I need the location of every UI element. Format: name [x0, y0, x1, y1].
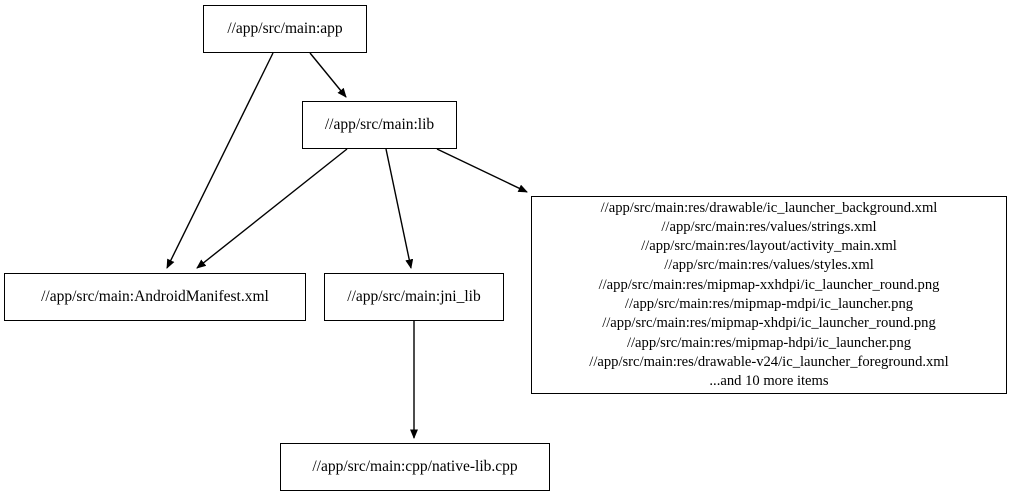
graph-node-android-manifest-label: //app/src/main:AndroidManifest.xml	[41, 287, 269, 305]
edge-app-to-lib	[309, 52, 347, 98]
graph-node-app[interactable]: //app/src/main:app	[203, 5, 367, 53]
graph-node-lib[interactable]: //app/src/main:lib	[302, 101, 457, 149]
edge-lib-to-res	[436, 148, 528, 193]
graph-node-app-label: //app/src/main:app	[227, 19, 343, 37]
graph-node-native-lib-cpp[interactable]: //app/src/main:cpp/native-lib.cpp	[280, 443, 550, 491]
graph-node-jni-lib[interactable]: //app/src/main:jni_lib	[324, 273, 504, 321]
edge-app-to-manifest	[166, 52, 274, 269]
edge-lib-to-manifest	[196, 148, 348, 269]
graph-node-native-lib-cpp-label: //app/src/main:cpp/native-lib.cpp	[312, 457, 518, 475]
edge-lib-to-jni-lib	[385, 148, 414, 269]
graph-node-lib-label: //app/src/main:lib	[324, 115, 435, 133]
graph-node-res-bundle-label: //app/src/main:res/drawable/ic_launcher_…	[589, 199, 949, 390]
graph-node-jni-lib-label: //app/src/main:jni_lib	[347, 287, 481, 305]
graph-node-android-manifest[interactable]: //app/src/main:AndroidManifest.xml	[4, 273, 306, 321]
graph-node-res-bundle[interactable]: //app/src/main:res/drawable/ic_launcher_…	[531, 196, 1007, 394]
